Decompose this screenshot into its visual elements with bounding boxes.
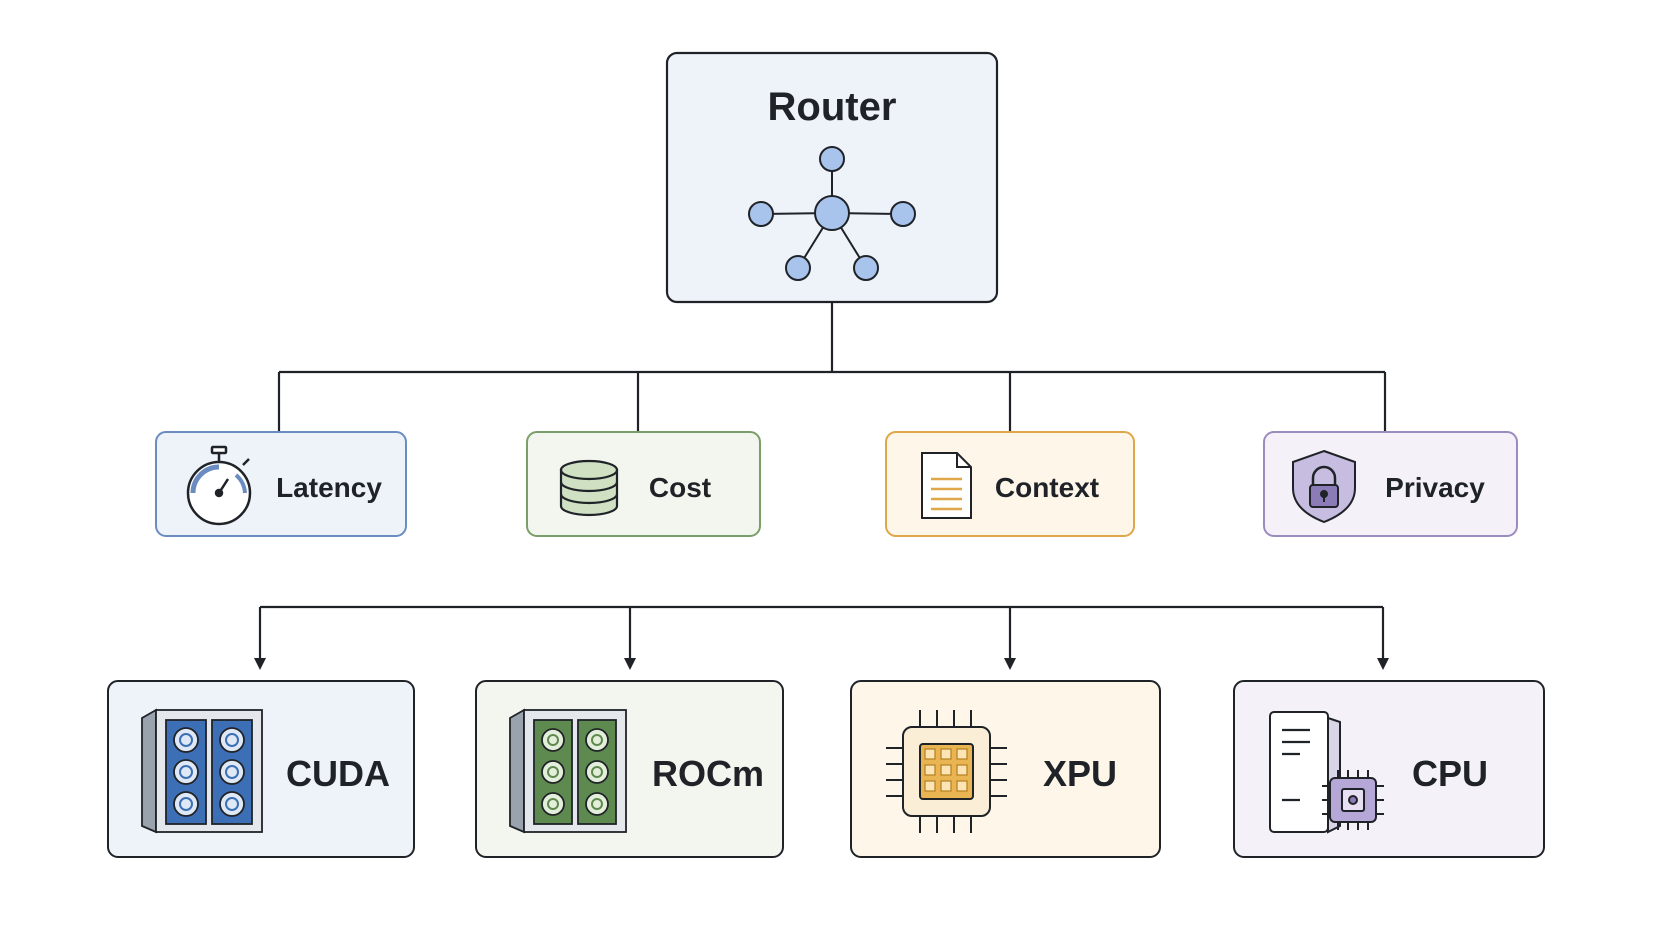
document-icon	[921, 452, 972, 519]
criterion-cost: Cost	[526, 431, 761, 537]
router-node: Router	[665, 51, 999, 304]
criterion-privacy: Privacy	[1263, 431, 1518, 537]
backend-label-rocm: ROCm	[652, 753, 764, 794]
shield-lock-icon	[1292, 449, 1356, 524]
criterion-label-latency: Latency	[276, 472, 382, 503]
router-connectors	[277, 302, 1387, 432]
backend-cpu: CPU	[1233, 680, 1545, 858]
chip-icon	[886, 710, 1007, 833]
criterion-label-privacy: Privacy	[1385, 472, 1485, 503]
backend-label-xpu: XPU	[1043, 753, 1117, 794]
network-hub-icon	[748, 146, 916, 281]
backend-connectors	[254, 605, 1389, 670]
criterion-label-cost: Cost	[649, 472, 711, 503]
criterion-context: Context	[885, 431, 1135, 537]
stopwatch-icon	[186, 445, 252, 526]
criterion-latency: Latency	[155, 431, 407, 537]
backend-label-cpu: CPU	[1412, 753, 1488, 794]
criterion-label-context: Context	[995, 472, 1099, 503]
backend-xpu: XPU	[850, 680, 1161, 858]
backend-label-cuda: CUDA	[286, 753, 390, 794]
database-icon	[559, 459, 619, 517]
cpu-server-icon	[1269, 711, 1384, 834]
router-label: Router	[768, 85, 897, 129]
gpu-server-icon	[509, 708, 627, 834]
backend-rocm: ROCm	[475, 680, 784, 858]
backend-cuda: CUDA	[107, 680, 415, 858]
gpu-server-icon	[141, 708, 263, 834]
